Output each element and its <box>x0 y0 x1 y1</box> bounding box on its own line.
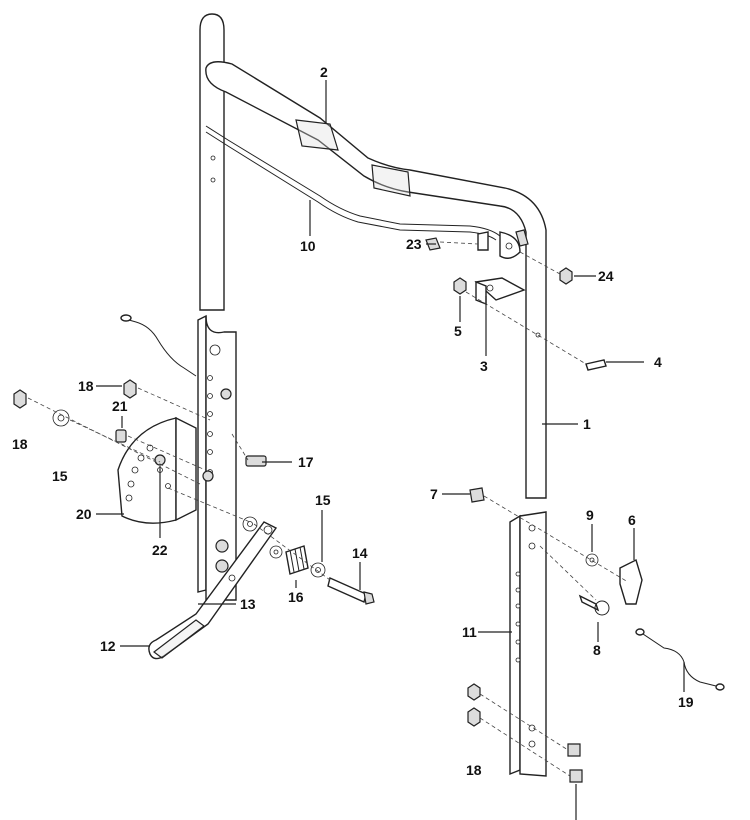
callout-6: 6 <box>628 512 636 528</box>
callout-4: 4 <box>654 354 662 370</box>
cable-right-end-a <box>635 628 645 636</box>
callout-11: 11 <box>462 624 477 640</box>
cable-right <box>639 631 717 687</box>
callout-12: 12 <box>100 638 116 654</box>
callout-13: 13 <box>240 596 256 612</box>
callout-22: 22 <box>152 542 168 558</box>
right-lower-bracket <box>509 511 547 777</box>
callout-8: 8 <box>593 642 601 658</box>
callout-15-right: 15 <box>315 492 331 508</box>
cable-left <box>121 317 197 377</box>
hardware-right-mid <box>467 487 643 783</box>
callout-1: 1 <box>583 416 591 432</box>
hardware-right-top <box>425 229 607 371</box>
callout-labels: 1 2 3 4 5 6 7 8 9 10 11 12 13 14 15 15 1… <box>12 64 694 778</box>
callout-10: 10 <box>300 238 316 254</box>
cable-right-end-b <box>715 683 725 691</box>
callout-16: 16 <box>288 589 304 605</box>
handle-frame <box>199 13 547 499</box>
callout-9: 9 <box>586 507 594 523</box>
callout-7: 7 <box>430 486 438 502</box>
callout-18-right: 18 <box>466 762 482 778</box>
callout-24: 24 <box>598 268 614 284</box>
callout-5: 5 <box>454 323 462 339</box>
callout-14: 14 <box>352 545 368 561</box>
callout-17: 17 <box>298 454 314 470</box>
callout-2: 2 <box>320 64 328 80</box>
callout-18-left: 18 <box>78 378 94 394</box>
callout-23: 23 <box>406 236 422 252</box>
callout-19: 19 <box>678 694 694 710</box>
cable-left-end <box>120 314 132 322</box>
hardware-left <box>13 379 267 467</box>
leader-lines <box>96 80 685 820</box>
lever-hardware <box>242 516 375 605</box>
left-lower-bracket <box>197 314 237 601</box>
callout-18-far-left: 18 <box>12 436 28 452</box>
adjustment-plate <box>117 416 197 524</box>
callout-3: 3 <box>480 358 488 374</box>
callout-20: 20 <box>76 506 92 522</box>
callout-21: 21 <box>112 398 128 414</box>
callout-15-left: 15 <box>52 468 68 484</box>
